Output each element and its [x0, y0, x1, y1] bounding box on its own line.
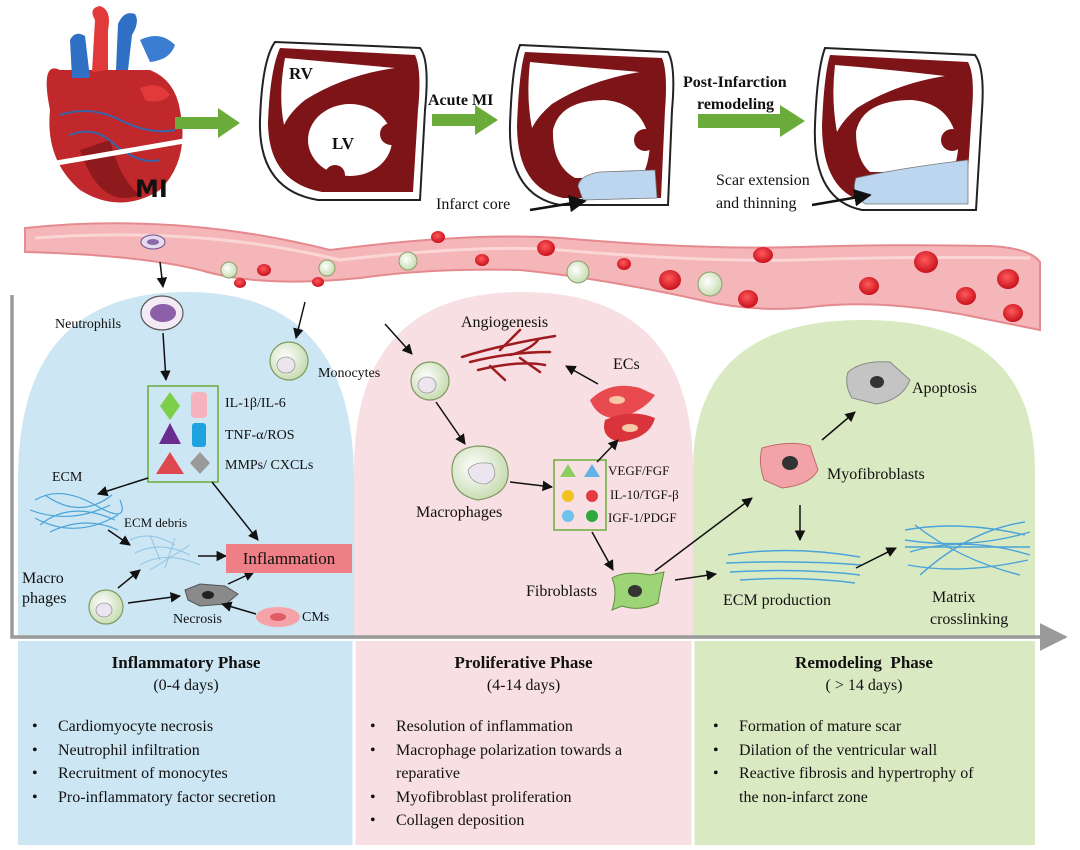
- matrix-label-line1: Matrix: [932, 589, 976, 606]
- bullet-item: Reactive fibrosis and hypertrophy of: [713, 762, 974, 786]
- bullet-item: Macrophage polarization towards a: [370, 739, 622, 763]
- myofibroblasts-label: Myofibroblasts: [827, 466, 925, 483]
- bullet-item-continuation: reparative: [396, 765, 460, 782]
- apoptotic-cell-icon: [846, 361, 911, 405]
- myofibroblast-icon: [759, 442, 819, 489]
- inflammatory-factor-3: MMPs/ CXCLs: [225, 458, 314, 473]
- necrosis-label: Necrosis: [173, 612, 222, 627]
- proliferative-factor-1: VEGF/FGF: [608, 463, 670, 478]
- fibroblasts-label: Fibroblasts: [526, 583, 598, 600]
- bullet-item: Myofibroblast proliferation: [370, 786, 622, 810]
- rv-label: RV: [289, 64, 313, 83]
- heart-cross-section-normal: [258, 40, 428, 201]
- inflammatory-factor-2: TNF-α/ROS: [225, 428, 295, 443]
- matrix-label-line2: crosslinking: [930, 611, 1009, 628]
- heart-cross-section-remodeled: [813, 46, 984, 211]
- bullet-item: Cardiomyocyte necrosis: [32, 715, 276, 739]
- phase-title: Inflammatory Phase: [111, 653, 261, 672]
- remodeling-phase-text: Remodeling Phase ( > 14 days) Formation …: [693, 645, 1035, 845]
- scar-label-line2: and thinning: [716, 195, 797, 212]
- cardiomyocyte-icon: [256, 607, 300, 627]
- proliferative-phase-text: Proliferative Phase (4-14 days) Resoluti…: [354, 645, 693, 845]
- fibroblast-icon: [611, 571, 665, 611]
- infarct-core-label: Infarct core: [436, 196, 511, 213]
- macrophage-icon-middle: [451, 445, 509, 501]
- phase-bullets: Resolution of inflammation Macrophage po…: [354, 715, 622, 833]
- angiogenesis-vessels: [460, 328, 557, 382]
- timeline-axis: [10, 295, 1068, 651]
- post-infarction-label-line1: Post-Infarction: [683, 74, 787, 91]
- top-green-arrows: [175, 105, 805, 138]
- bullet-item: Collagen deposition: [370, 809, 622, 833]
- inflammatory-phase-text: Inflammatory Phase (0-4 days) Cardiomyoc…: [18, 645, 354, 845]
- ecm-debris-label: ECM debris: [124, 515, 188, 530]
- angiogenesis-label: Angiogenesis: [461, 314, 549, 331]
- phase-days: (4-14 days): [486, 677, 561, 694]
- monocyte-icon-middle: [410, 361, 450, 401]
- inflammatory-factors-box: [147, 385, 219, 483]
- red-blood-cells: [234, 231, 1023, 322]
- proliferative-factor-2: IL-10/TGF-β: [610, 487, 679, 502]
- scar-label-line1: Scar extension: [716, 172, 810, 189]
- phase-title: Remodeling Phase: [795, 653, 933, 672]
- lv-label: LV: [332, 134, 355, 153]
- bullet-item: Formation of mature scar: [713, 715, 974, 739]
- apoptosis-label: Apoptosis: [912, 380, 977, 397]
- phase-bullets: Cardiomyocyte necrosis Neutrophil infilt…: [18, 715, 276, 809]
- blood-vessel: [24, 222, 1041, 332]
- bullet-item: Resolution of inflammation: [370, 715, 622, 739]
- macrophages-label-line2: phages: [22, 590, 67, 607]
- macrophages-label-middle: Macrophages: [416, 504, 503, 521]
- phase-title: Proliferative Phase: [454, 653, 593, 672]
- proliferative-factors-box: [553, 459, 607, 531]
- bullet-item: Pro-inflammatory factor secretion: [32, 786, 276, 810]
- post-infarction-label-line2: remodeling: [697, 96, 775, 113]
- bullet-item: Dilation of the ventricular wall: [713, 739, 974, 763]
- inflammation-box: Inflammation: [226, 544, 352, 573]
- monocytes-label: Monocytes: [318, 366, 381, 381]
- cms-label: CMs: [302, 610, 330, 625]
- ecm-fibers: [29, 492, 123, 533]
- heart-cross-section-acute: [508, 43, 675, 206]
- macrophage-icon-left: [88, 589, 124, 625]
- endothelial-cells-icon: [590, 385, 655, 442]
- ecs-label: ECs: [613, 356, 640, 373]
- monocyte-icon-left: [269, 341, 309, 381]
- heart-icon: [44, 6, 191, 203]
- bullet-item: Recruitment of monocytes: [32, 762, 276, 786]
- ecm-production-label: ECM production: [723, 592, 831, 609]
- ecm-label: ECM: [52, 470, 83, 485]
- bullet-item-continuation: the non-infarct zone: [739, 788, 868, 806]
- macrophages-label-line1: Macro: [22, 570, 64, 587]
- acute-mi-label: Acute MI: [428, 92, 494, 109]
- bullet-item: Neutrophil infiltration: [32, 739, 276, 763]
- mi-label: MI: [135, 175, 168, 203]
- ecm-debris: [129, 534, 201, 571]
- phase-bullets: Formation of mature scar Dilation of the…: [693, 715, 974, 809]
- necrotic-cell-icon: [184, 583, 239, 607]
- inflammatory-panel: [18, 292, 354, 845]
- crosslinked-matrix-fibers: [904, 521, 1031, 576]
- ecm-production-fibers: [725, 549, 863, 584]
- neutrophil-icon: [140, 295, 184, 331]
- proliferative-factor-3: IGF-1/PDGF: [608, 510, 677, 525]
- neutrophils-label: Neutrophils: [55, 317, 122, 332]
- phase-days: (0-4 days): [153, 677, 219, 694]
- inflammatory-factor-1: IL-1β/IL-6: [225, 396, 286, 411]
- vessel-leukocytes: [140, 234, 723, 297]
- phase-days: ( > 14 days): [825, 677, 903, 694]
